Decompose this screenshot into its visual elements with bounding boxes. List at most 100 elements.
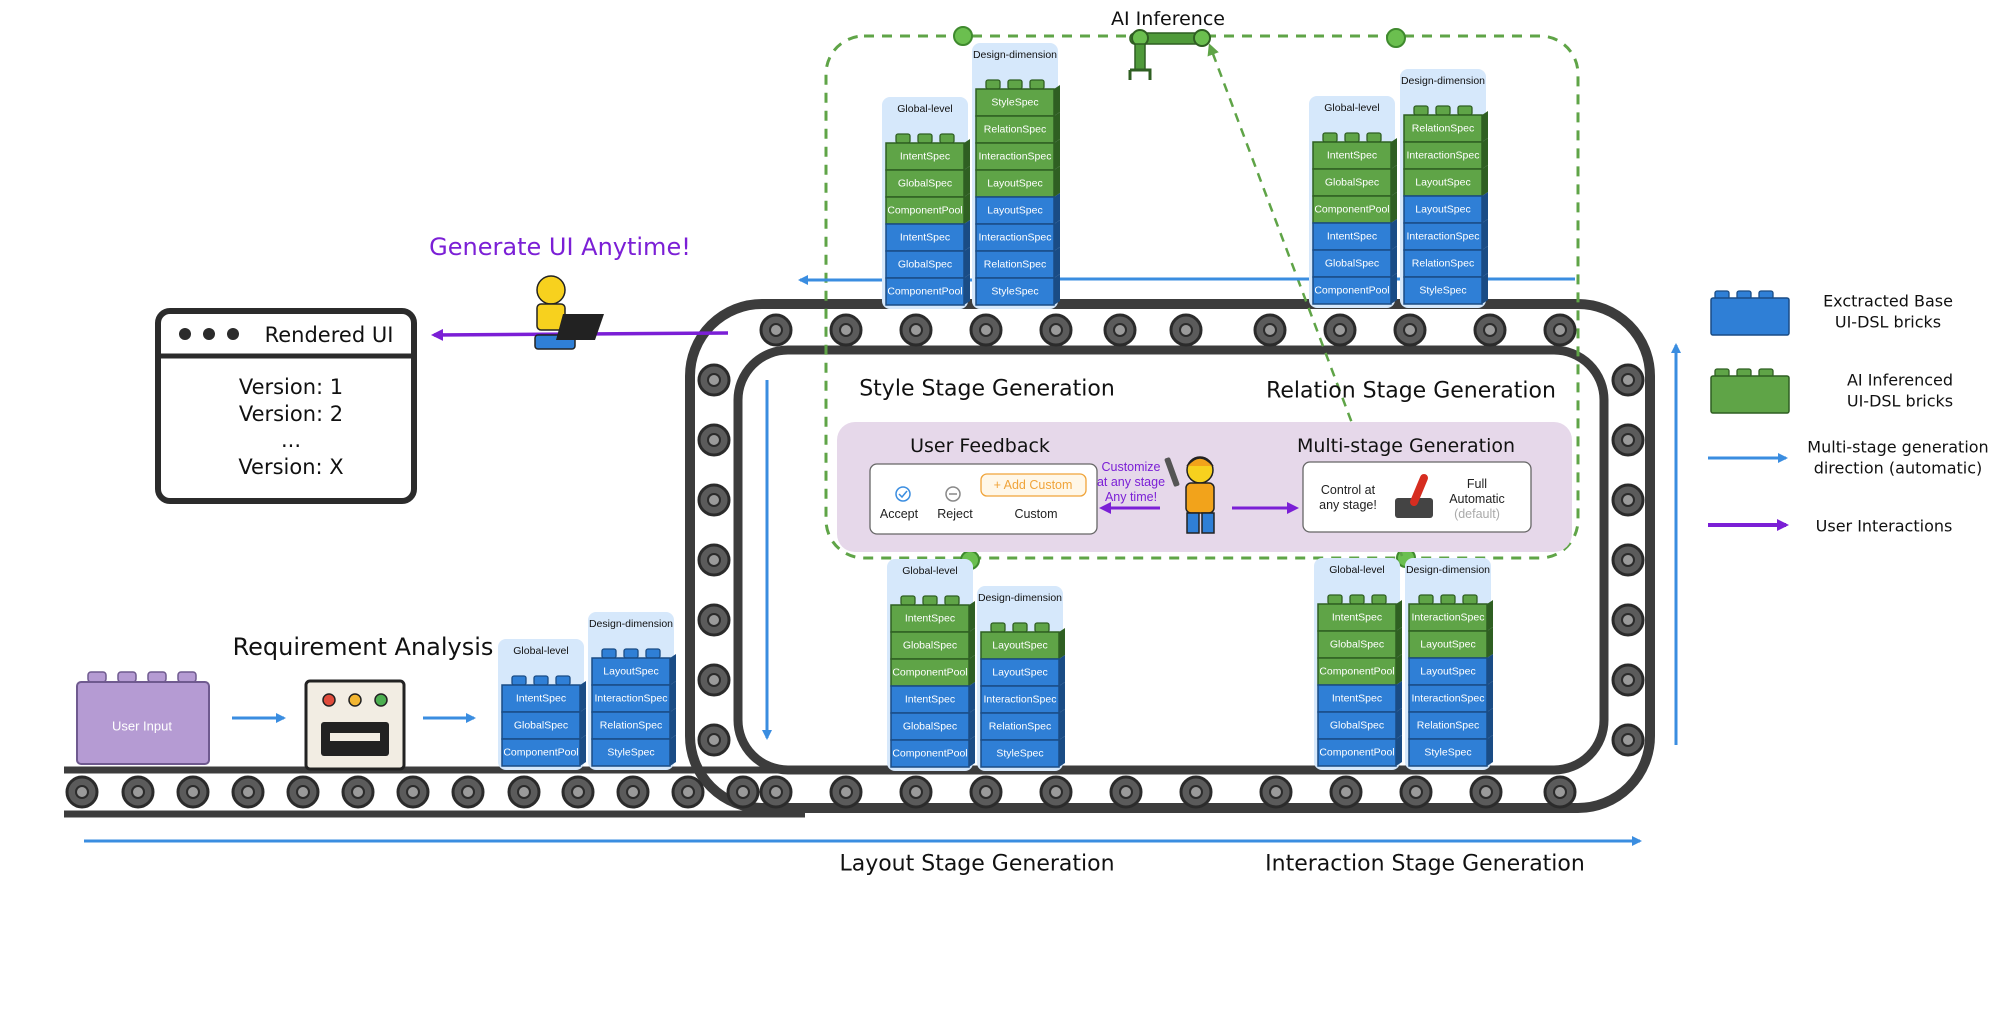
brick-label: InteractionSpec	[979, 232, 1052, 244]
brick-stud	[944, 595, 960, 606]
roller-hub	[681, 785, 695, 799]
roller-hub	[1621, 433, 1635, 447]
reject-label: Reject	[937, 507, 973, 521]
brick-side	[1482, 273, 1488, 304]
brick-label: GlobalSpec	[903, 640, 957, 652]
user-input-stud	[117, 671, 137, 683]
legend-user-interactions: User Interactions	[1816, 517, 1953, 536]
brick-side	[969, 628, 975, 659]
control-text-1: Control at	[1321, 483, 1376, 497]
rendered-ui-title: Rendered UI	[265, 323, 394, 347]
window-dot-icon	[179, 328, 191, 340]
brick	[975, 223, 1055, 252]
roller-hub	[909, 323, 923, 337]
brick	[980, 658, 1060, 687]
stack-header: Design-dimension	[973, 49, 1057, 61]
roller-hub	[1409, 785, 1423, 799]
brick-side	[580, 681, 586, 712]
roller-hub	[1189, 785, 1203, 799]
brick-stack-style-design: Design-dimensionStyleSpecRelationSpecInt…	[972, 43, 1060, 309]
brick-side	[580, 735, 586, 766]
brick-stud	[511, 675, 527, 686]
brick-label: LayoutSpec	[1415, 204, 1470, 216]
roller-hub	[1119, 785, 1133, 799]
brick-stud	[900, 595, 916, 606]
roller-hub	[1621, 673, 1635, 687]
add-custom-button[interactable]: + Add Custom	[980, 473, 1087, 497]
roller-hub	[707, 373, 721, 387]
brick-label: ComponentPool	[1314, 285, 1389, 297]
brick-label: StyleSpec	[1419, 285, 1466, 297]
brick-side	[1391, 165, 1397, 196]
version-line: Version: X	[238, 455, 343, 479]
roller-hub	[736, 785, 750, 799]
brick-stack-inter-design: Design-dimensionInteractionSpecLayoutSpe…	[1405, 558, 1493, 770]
user-input-stud	[177, 671, 197, 683]
roller-hub	[1333, 323, 1347, 337]
lever-icon[interactable]	[1395, 474, 1433, 518]
roller-hub	[517, 785, 531, 799]
brick-label: ComponentPool	[892, 748, 967, 760]
brick-side	[1054, 220, 1060, 251]
brick	[885, 250, 965, 279]
interaction-stage-title: Interaction Stage Generation	[1265, 852, 1585, 877]
brick-side	[969, 709, 975, 740]
brick-side	[1054, 85, 1060, 116]
reject-option[interactable]: Reject	[937, 486, 973, 521]
brick-side	[1396, 654, 1402, 685]
machine-slot-line	[330, 733, 380, 741]
brick-label: StyleSpec	[991, 286, 1038, 298]
brick-stud	[917, 133, 933, 144]
brick-stud	[990, 622, 1006, 633]
brick	[1403, 114, 1483, 143]
brick-label: IntentSpec	[900, 232, 950, 244]
brick-side	[1396, 600, 1402, 631]
brick-side	[1396, 627, 1402, 658]
brick-side	[964, 193, 970, 224]
stack-header: Global-level	[513, 645, 568, 657]
brick-label: LayoutSpec	[1420, 666, 1475, 678]
brick-side	[1059, 709, 1065, 740]
brick-stack-req-global: Global-levelIntentSpecGlobalSpecComponen…	[498, 639, 586, 770]
brick	[890, 739, 970, 768]
brick-stud	[623, 648, 639, 659]
brick-stud	[1418, 594, 1434, 605]
brick-label: InteractionSpec	[1412, 612, 1485, 624]
version-line: Version: 2	[239, 402, 343, 426]
roller-hub	[75, 785, 89, 799]
machine-light	[348, 693, 362, 707]
roller-hub	[571, 785, 585, 799]
brick-stud	[1440, 594, 1456, 605]
brick	[890, 631, 970, 660]
roller-hub	[1553, 785, 1567, 799]
inference-dashed-link	[1207, 43, 1404, 557]
brick-side	[1482, 192, 1488, 223]
brick-stud	[1349, 594, 1365, 605]
brick-side	[964, 274, 970, 305]
minus-icon	[945, 486, 961, 502]
generate-anytime-label: Generate UI Anytime!	[429, 233, 691, 261]
brick-label: InteractionSpec	[1412, 693, 1485, 705]
legend-arrow-2: direction (automatic)	[1814, 459, 1983, 478]
brick-label: ComponentPool	[1319, 666, 1394, 678]
roller-hub	[131, 785, 145, 799]
brick-stud	[1462, 594, 1478, 605]
brick	[1312, 276, 1392, 305]
brick-side	[969, 682, 975, 713]
brick-stack-rel-global: Global-levelIntentSpecGlobalSpecComponen…	[1309, 96, 1397, 308]
roller-hub	[1621, 373, 1635, 387]
brick-stud	[1029, 79, 1045, 90]
roller-hub	[626, 785, 640, 799]
brick-side	[1482, 165, 1488, 196]
accept-option[interactable]: Accept	[880, 486, 919, 521]
user-input-brick: User Input	[76, 671, 210, 765]
brick-side	[1059, 655, 1065, 686]
legend-arrow-1: Multi-stage generation	[1807, 438, 1988, 457]
brick-stud	[1457, 105, 1473, 116]
brick-stack-style-global: Global-levelIntentSpecGlobalSpecComponen…	[882, 97, 970, 309]
brick-side	[1396, 708, 1402, 739]
brick-label: IntentSpec	[1332, 612, 1382, 624]
roller-hub	[406, 785, 420, 799]
roller-hub	[979, 323, 993, 337]
